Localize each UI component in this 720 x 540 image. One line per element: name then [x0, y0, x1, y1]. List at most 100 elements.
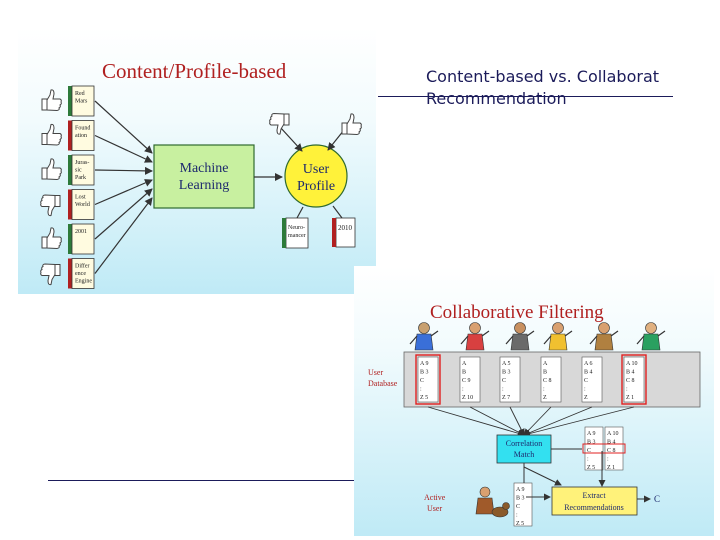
item-book [71, 154, 95, 186]
book-left-label-line-2: mancer [288, 233, 306, 239]
column-cell: A 6 [584, 361, 593, 367]
column-bg [581, 356, 603, 403]
ml-label-line-2: Learning [179, 178, 230, 193]
profile-label-line-1: User [303, 162, 330, 177]
content-panel-title: Content/Profile-based [102, 59, 287, 83]
match-cell: B 3 [587, 440, 596, 446]
highlight-frame [621, 354, 647, 405]
top-left-thumb-arrow [279, 126, 303, 152]
item-book-spine [68, 120, 72, 151]
user-figure [636, 322, 666, 351]
user-figures [409, 322, 666, 351]
item-to-ml-arrow [94, 179, 153, 206]
slide-title-line-1: Content-based vs. Collaborat [426, 67, 660, 86]
active-user-label-line-2: User [427, 504, 442, 513]
column-cell: Z 1 [626, 395, 634, 401]
column-cell: Z [543, 395, 547, 401]
db-label-line-1: User [368, 368, 383, 377]
match-column-bg [584, 426, 604, 471]
column-cell: : [626, 387, 628, 393]
db-label-line-2: Database [368, 379, 398, 388]
item-book-spine [68, 155, 72, 185]
item-book [71, 189, 95, 220]
user-figure [505, 322, 535, 351]
column-to-match-line [469, 406, 525, 436]
match-cell: A 9 [587, 431, 596, 437]
item-book-spine [68, 224, 72, 254]
item-book-spine [68, 258, 72, 289]
column-bg [459, 356, 481, 403]
match-cell: A 10 [607, 431, 619, 437]
column-cell: B 3 [502, 370, 511, 376]
column-cell: C [502, 378, 506, 384]
content-items: RedMarsFoundationJuras-sicParkLostWorld2… [40, 85, 95, 289]
match-right-column: A 10 B 4 C 8: Z 1 [604, 426, 624, 471]
item-book [71, 223, 95, 255]
item-label: Engine [75, 279, 92, 285]
item-to-ml-arrow [94, 188, 153, 240]
column-bg [623, 356, 645, 403]
item-label: ence [75, 271, 86, 277]
active-user-column: A 9B 3C:Z 5 [513, 482, 533, 527]
column-to-match-line [523, 406, 635, 437]
item-label: sic [75, 168, 82, 174]
match-cell: Z 5 [587, 465, 595, 471]
highlight-frame [415, 354, 441, 405]
column-cell: Z 10 [462, 395, 473, 401]
column-cell: : [462, 387, 464, 393]
column-cell: : [584, 387, 586, 393]
correlation-label-line-2: Match [514, 450, 534, 459]
machine-learning-box [153, 144, 255, 209]
match-cell: : [607, 457, 609, 463]
input-arrows [94, 100, 153, 274]
column-to-match-line [509, 406, 525, 436]
item-label: Differ [75, 263, 90, 270]
user-profile-circle [284, 144, 348, 208]
collaborative-panel: Collaborative Filtering User Database A … [354, 266, 714, 536]
column-cell: A 9 [420, 361, 429, 367]
active-column-bg [513, 482, 533, 527]
book-right-label: 2010 [338, 224, 353, 232]
profile-label-line-2: Profile [297, 179, 335, 194]
match-cell: Z 1 [607, 465, 615, 471]
active-user-figure [475, 486, 510, 518]
column-cell: C 8 [543, 378, 552, 384]
match-cell: B 4 [607, 440, 616, 446]
column-bg [540, 356, 562, 403]
match-cell: C 8 [607, 448, 616, 454]
column-cell: A 10 [626, 361, 638, 367]
column-bg [499, 356, 521, 403]
user-column: ABC 9:Z 10 [459, 356, 481, 403]
ml-label-line-1: Machine [180, 161, 229, 176]
item-book [71, 85, 95, 117]
user-figure [460, 322, 490, 351]
column-cell: : [502, 387, 504, 393]
item-book-spine [68, 86, 72, 116]
item-label: ation [75, 133, 87, 139]
column-to-match-line [427, 406, 525, 437]
active-cell: B 3 [516, 496, 525, 502]
column-cell: A 5 [502, 361, 511, 367]
bottom-rule [48, 480, 368, 481]
user-figure [543, 322, 573, 351]
extract-recommendations-box [551, 486, 638, 516]
match-to-extract-arrow [523, 466, 562, 486]
column-cell: C [584, 378, 588, 384]
active-cell: : [516, 513, 518, 519]
book-left-label-line-1: Neuro- [288, 225, 305, 231]
column-bg [417, 356, 439, 403]
item-to-ml-arrow [94, 134, 153, 163]
match-cell: : [587, 457, 589, 463]
column-cell: Z 7 [502, 395, 510, 401]
matched-columns: A 9B 3C:Z 5A 10B 4C 8:Z 1 [551, 426, 626, 471]
content-item: 2001 [41, 223, 95, 255]
user-figure [409, 322, 439, 351]
database-to-match-lines [427, 406, 635, 437]
column-cell: : [543, 387, 545, 393]
user-column: A 9B 3C:Z 5 [415, 354, 441, 405]
user-column: ABC 8:Z [540, 356, 562, 403]
